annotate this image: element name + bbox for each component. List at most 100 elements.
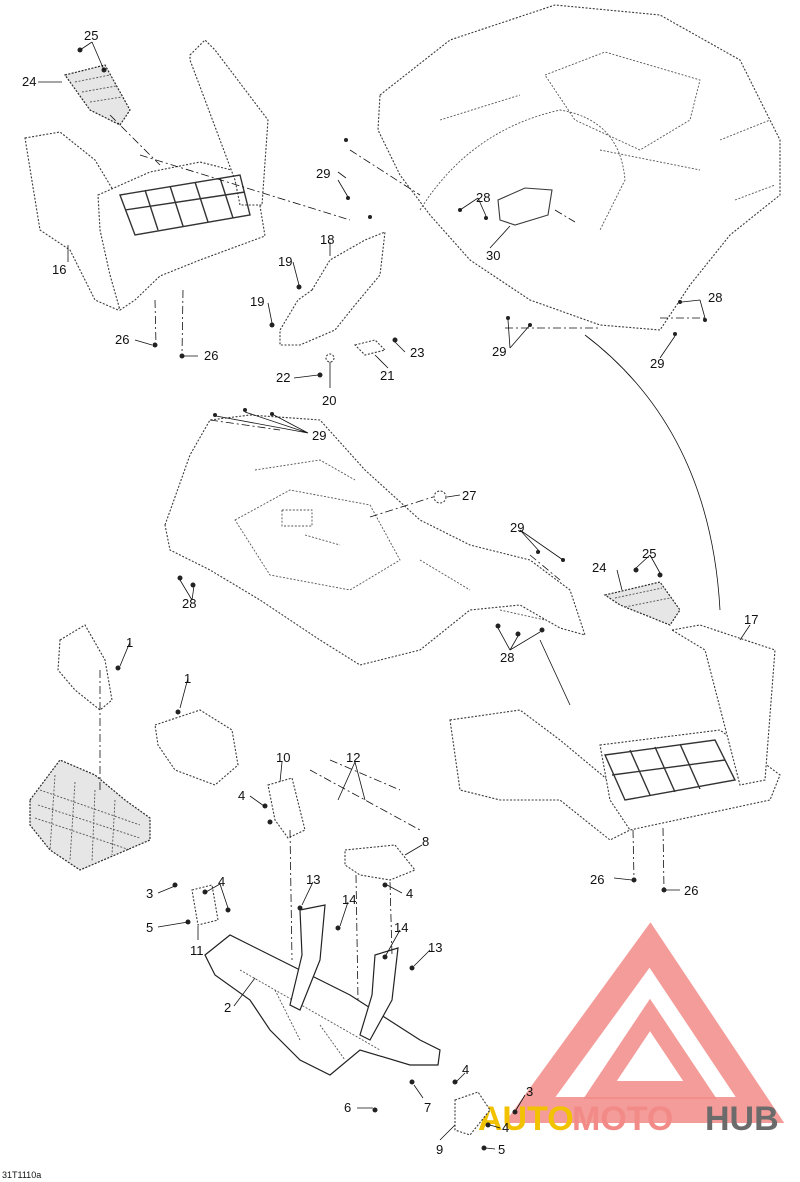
watermark-text-moto: MOTO bbox=[572, 1100, 673, 1138]
fastener-19-a bbox=[296, 284, 302, 290]
callout-25-right: 25 bbox=[642, 546, 656, 561]
fastener-25-d bbox=[657, 572, 663, 578]
fastener-3-b bbox=[512, 1109, 518, 1115]
fastener-4-g bbox=[485, 1122, 491, 1128]
fastener-7 bbox=[409, 1079, 415, 1085]
callout-24-right: 24 bbox=[592, 560, 606, 575]
callout-10: 10 bbox=[276, 750, 290, 765]
fastener-19-b bbox=[269, 322, 275, 328]
fastener-22 bbox=[317, 372, 323, 378]
rear-fender-wheel-arch bbox=[419, 109, 626, 231]
watermark-inner-triangle-icon bbox=[583, 998, 717, 1099]
footrest-pad-left-ribs bbox=[74, 74, 123, 103]
fastener-14-b bbox=[382, 954, 388, 960]
callout-28-a: 28 bbox=[476, 190, 490, 205]
left-footrest-mudguard bbox=[24, 131, 129, 311]
callout-5-b: 5 bbox=[498, 1142, 505, 1157]
fastener-28-e bbox=[703, 318, 707, 322]
callout-27: 27 bbox=[462, 488, 476, 503]
bracket-21 bbox=[353, 339, 387, 356]
fastener-28-i bbox=[515, 631, 521, 637]
assembly-arrows bbox=[99, 114, 721, 891]
bracket-8 bbox=[344, 844, 416, 881]
callout-11: 11 bbox=[190, 943, 204, 958]
front-bumper bbox=[204, 934, 441, 1076]
grommet-27 bbox=[433, 490, 447, 504]
fastener-28-a bbox=[368, 215, 372, 219]
right-footrest-grating bbox=[603, 739, 737, 801]
fastener-4-b bbox=[267, 819, 273, 825]
callout-18: 18 bbox=[320, 232, 334, 247]
headlight-cover-right bbox=[154, 709, 239, 786]
rear-reflector-arrow bbox=[554, 209, 576, 223]
bracket-alignment-lines bbox=[289, 759, 421, 1001]
callout-26-a: 26 bbox=[115, 332, 129, 347]
fastener-28-f bbox=[177, 575, 183, 581]
callout-7: 7 bbox=[424, 1100, 431, 1115]
callout-28-d: 28 bbox=[500, 650, 514, 665]
fastener-6 bbox=[372, 1107, 378, 1113]
front-grille-assembly bbox=[29, 624, 239, 871]
fender-to-grommet-line bbox=[369, 496, 434, 518]
fastener-28-j bbox=[539, 627, 545, 633]
callout-24-top: 24 bbox=[22, 74, 36, 89]
callout-13-a: 13 bbox=[306, 872, 320, 887]
callout-3-b: 3 bbox=[526, 1084, 533, 1099]
callout-26-d: 26 bbox=[684, 883, 698, 898]
callout-4-d: 4 bbox=[462, 1062, 469, 1077]
fastener-4-e bbox=[225, 907, 231, 913]
headlight-cover-left bbox=[57, 624, 113, 711]
callout-3-a: 3 bbox=[146, 886, 153, 901]
rear-fender-mount-lines bbox=[349, 149, 705, 329]
arrow-footrest-to-fender bbox=[584, 334, 721, 611]
callout-14-a: 14 bbox=[342, 892, 356, 907]
fastener-28-g bbox=[190, 582, 196, 588]
right-footrest-side-panel bbox=[670, 624, 776, 786]
callout-22: 22 bbox=[276, 370, 290, 385]
rear-fender-assembly bbox=[377, 4, 781, 331]
fastener-28-c bbox=[484, 216, 488, 220]
front-bumper-assembly bbox=[191, 759, 491, 1136]
fastener-29-i bbox=[536, 550, 540, 554]
fastener-26-a bbox=[152, 342, 158, 348]
callout-16: 16 bbox=[52, 262, 66, 277]
front-fender-assembly bbox=[164, 414, 586, 666]
footrest-pad-left bbox=[63, 64, 131, 126]
watermark-text-auto: AUTO bbox=[478, 1100, 574, 1138]
callout-12: 12 bbox=[346, 750, 360, 765]
watermark-text-hub: HUB bbox=[705, 1100, 779, 1138]
fastener-13-b bbox=[409, 965, 415, 971]
rear-reflector bbox=[497, 187, 553, 226]
fastener-28-d bbox=[678, 300, 682, 304]
callout-28-c: 28 bbox=[182, 596, 196, 611]
callout-1-b: 1 bbox=[184, 671, 191, 686]
left-footrest-panel bbox=[97, 161, 266, 311]
rear-fender bbox=[377, 4, 781, 331]
callout-2: 2 bbox=[224, 1000, 231, 1015]
rear-fender-inner-lines bbox=[439, 94, 776, 201]
fastener-25-c bbox=[633, 567, 639, 573]
callout-29-d: 29 bbox=[312, 428, 326, 443]
fastener-23 bbox=[392, 337, 398, 343]
footrest-right-mount-lines bbox=[632, 827, 665, 891]
fastener-29-e bbox=[673, 332, 677, 336]
callout-1-a: 1 bbox=[126, 635, 133, 650]
front-fender-mount-lines bbox=[99, 419, 561, 790]
fastener-14-a bbox=[335, 925, 341, 931]
callout-4-b: 4 bbox=[406, 886, 413, 901]
fastener-4-c bbox=[382, 882, 388, 888]
fastener-29-b bbox=[346, 196, 350, 200]
callout-29-e: 29 bbox=[510, 520, 524, 535]
front-fender bbox=[164, 414, 586, 666]
front-grille bbox=[29, 759, 151, 871]
fastener-26-d bbox=[661, 887, 667, 893]
watermark-logo: AUTO MOTO HUB bbox=[478, 922, 785, 1138]
callout-9: 9 bbox=[436, 1142, 443, 1157]
callout-labels: 25 24 16 26 26 29 28 30 18 19 19 23 22 2… bbox=[2, 28, 758, 1180]
right-footrest-assembly bbox=[449, 581, 781, 841]
bumper-upright-right bbox=[359, 947, 399, 1041]
footrest-pad-right bbox=[603, 581, 681, 626]
figure-code: 31T1110a bbox=[2, 1170, 41, 1180]
rear-bracket-assembly bbox=[279, 231, 387, 363]
